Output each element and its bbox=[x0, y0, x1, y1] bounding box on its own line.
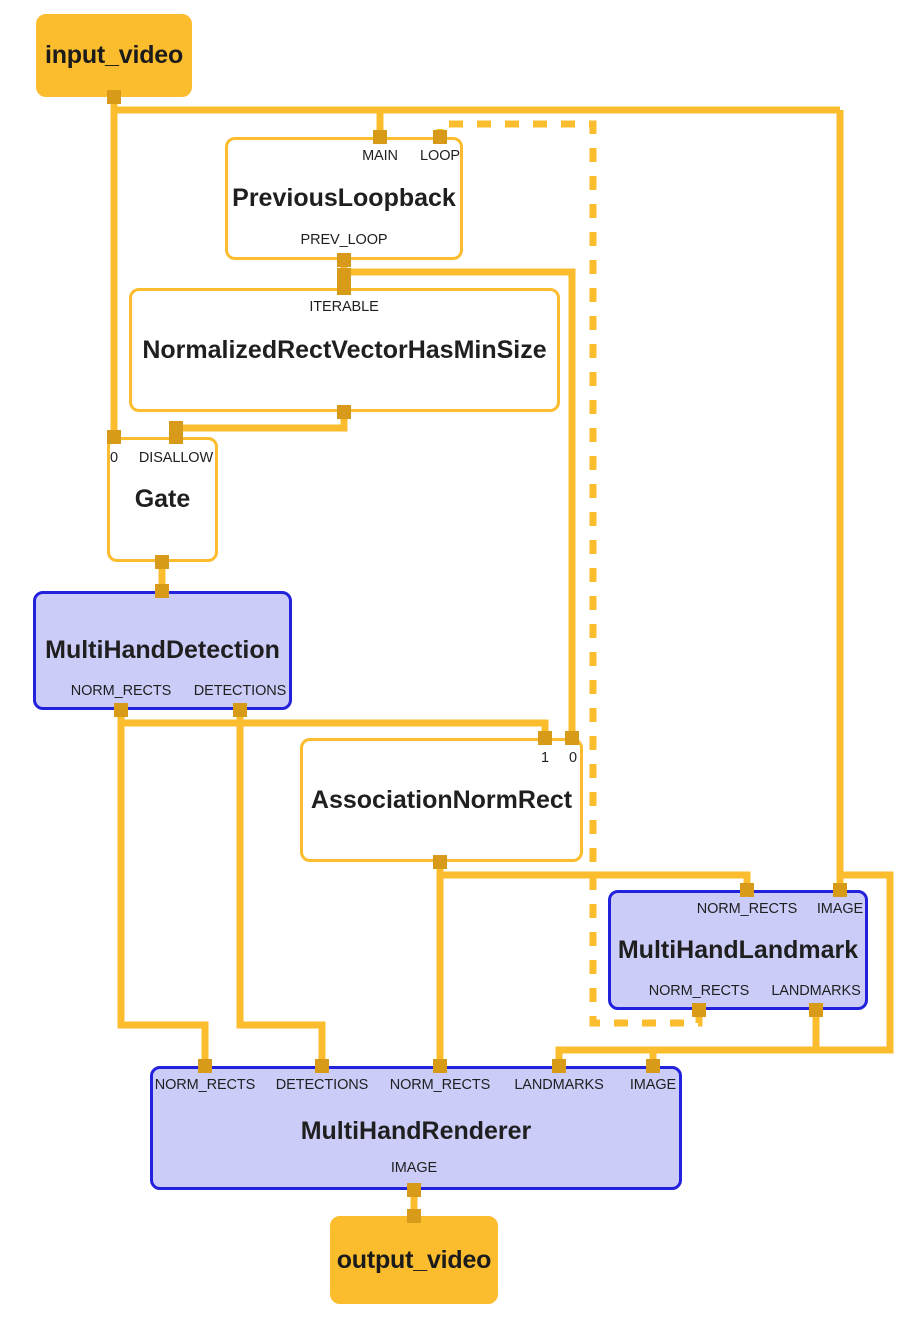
port-label-previousloopback-main: MAIN bbox=[362, 148, 398, 164]
port-label-multihandrenderer-normrects-2: NORM_RECTS bbox=[389, 1077, 491, 1093]
node-previous-loopback[interactable]: PreviousLoopback bbox=[225, 137, 463, 260]
port-previousloopback-main[interactable] bbox=[373, 130, 387, 144]
port-label-associationnormrect-1: 1 bbox=[541, 750, 549, 766]
node-multihanddetection[interactable]: MultiHandDetection bbox=[33, 591, 292, 710]
port-multihanddetection-detections[interactable] bbox=[233, 703, 247, 717]
node-output-video[interactable]: output_video bbox=[330, 1216, 498, 1304]
node-multihandlandmark[interactable]: MultiHandLandmark bbox=[608, 890, 868, 1010]
port-hasminsize-iterable[interactable] bbox=[337, 281, 351, 295]
node-previous-loopback-label: PreviousLoopback bbox=[232, 184, 456, 213]
edge-detection-detections-to-renderer bbox=[236, 710, 326, 1066]
port-gate-0[interactable] bbox=[107, 430, 121, 444]
port-label-multihandrenderer-image-in: IMAGE bbox=[629, 1077, 677, 1093]
node-input-video[interactable]: input_video bbox=[36, 14, 192, 97]
edge-input-to-main bbox=[110, 97, 840, 114]
port-multihandlandmark-out-landmarks[interactable] bbox=[809, 1003, 823, 1017]
port-label-associationnormrect-0: 0 bbox=[569, 750, 577, 766]
edge-image-to-renderer-image bbox=[649, 871, 894, 1066]
node-input-video-label: input_video bbox=[44, 41, 184, 70]
node-multihandrenderer-label: MultiHandRenderer bbox=[300, 1116, 532, 1145]
port-multihanddetection-in[interactable] bbox=[155, 584, 169, 598]
port-hasminsize-out[interactable] bbox=[337, 405, 351, 419]
port-label-multihandrenderer-landmarks: LANDMARKS bbox=[514, 1077, 604, 1093]
node-multihandlandmark-label: MultiHandLandmark bbox=[617, 935, 859, 964]
port-output-video-in[interactable] bbox=[407, 1209, 421, 1223]
port-gate-out[interactable] bbox=[155, 555, 169, 569]
port-gate-disallow[interactable] bbox=[169, 430, 183, 444]
node-output-video-label: output_video bbox=[336, 1245, 492, 1274]
port-label-multihandlandmark-in-normrects: NORM_RECTS bbox=[696, 901, 798, 917]
port-multihandlandmark-in-normrects[interactable] bbox=[740, 883, 754, 897]
port-previousloopback-loop[interactable] bbox=[433, 130, 447, 144]
port-label-multihandlandmark-in-image: IMAGE bbox=[816, 901, 864, 917]
port-label-multihandrenderer-image-out: IMAGE bbox=[390, 1160, 438, 1176]
port-multihandlandmark-out-normrects[interactable] bbox=[692, 1003, 706, 1017]
port-label-gate-disallow: DISALLOW bbox=[138, 450, 214, 466]
port-multihanddetection-normrects[interactable] bbox=[114, 703, 128, 717]
port-label-multihanddetection-detections: DETECTIONS bbox=[193, 683, 287, 699]
node-associationnormrect-label: AssociationNormRect bbox=[310, 785, 573, 814]
edge-detection-normrects-to-assoc1 bbox=[121, 719, 549, 738]
port-previousloopback-prevloop[interactable] bbox=[337, 253, 351, 267]
node-normalizedrectvectorhasminsize-label: NormalizedRectVectorHasMinSize bbox=[142, 335, 547, 364]
edge-landmarks-to-renderer bbox=[555, 1010, 820, 1066]
port-input-video-out[interactable] bbox=[107, 90, 121, 104]
port-label-multihandrenderer-normrects-1: NORM_RECTS bbox=[154, 1077, 256, 1093]
edge-loopback-dashed bbox=[436, 120, 703, 1027]
port-multihandrenderer-landmarks[interactable] bbox=[552, 1059, 566, 1073]
edge-hasminsize-to-disallow bbox=[172, 412, 348, 437]
port-associationnormrect-1[interactable] bbox=[538, 731, 552, 745]
node-multihanddetection-label: MultiHandDetection bbox=[45, 636, 280, 665]
node-gate[interactable]: Gate bbox=[107, 437, 218, 562]
node-normalizedrectvectorhasminsize[interactable]: NormalizedRectVectorHasMinSize bbox=[129, 288, 560, 412]
port-multihandrenderer-normrects-2[interactable] bbox=[433, 1059, 447, 1073]
port-label-hasminsize-iterable: ITERABLE bbox=[309, 299, 379, 315]
node-gate-label: Gate bbox=[134, 485, 191, 514]
port-label-previousloopback-loop: LOOP bbox=[420, 148, 460, 164]
port-associationnormrect-out[interactable] bbox=[433, 855, 447, 869]
port-multihandrenderer-image-in[interactable] bbox=[646, 1059, 660, 1073]
port-multihandlandmark-in-image[interactable] bbox=[833, 883, 847, 897]
port-multihandrenderer-detections[interactable] bbox=[315, 1059, 329, 1073]
port-label-multihandlandmark-out-landmarks: LANDMARKS bbox=[771, 983, 861, 999]
edge-prevloop-to-assoc0 bbox=[344, 268, 576, 738]
port-label-gate-0: 0 bbox=[110, 450, 118, 466]
port-multihandrenderer-image-out[interactable] bbox=[407, 1183, 421, 1197]
port-label-multihanddetection-normrects: NORM_RECTS bbox=[70, 683, 172, 699]
node-associationnormrect[interactable]: AssociationNormRect bbox=[300, 738, 583, 862]
edge-detection-normrects-to-renderer bbox=[117, 710, 209, 1066]
node-multihandrenderer[interactable]: MultiHandRenderer bbox=[150, 1066, 682, 1190]
port-label-previousloopback-prevloop: PREV_LOOP bbox=[300, 232, 388, 248]
port-associationnormrect-0[interactable] bbox=[565, 731, 579, 745]
port-multihandrenderer-normrects-1[interactable] bbox=[198, 1059, 212, 1073]
port-previousloopback-prevloop-branch[interactable] bbox=[337, 268, 351, 282]
port-label-multihandlandmark-out-normrects: NORM_RECTS bbox=[648, 983, 750, 999]
port-label-multihandrenderer-detections: DETECTIONS bbox=[275, 1077, 369, 1093]
